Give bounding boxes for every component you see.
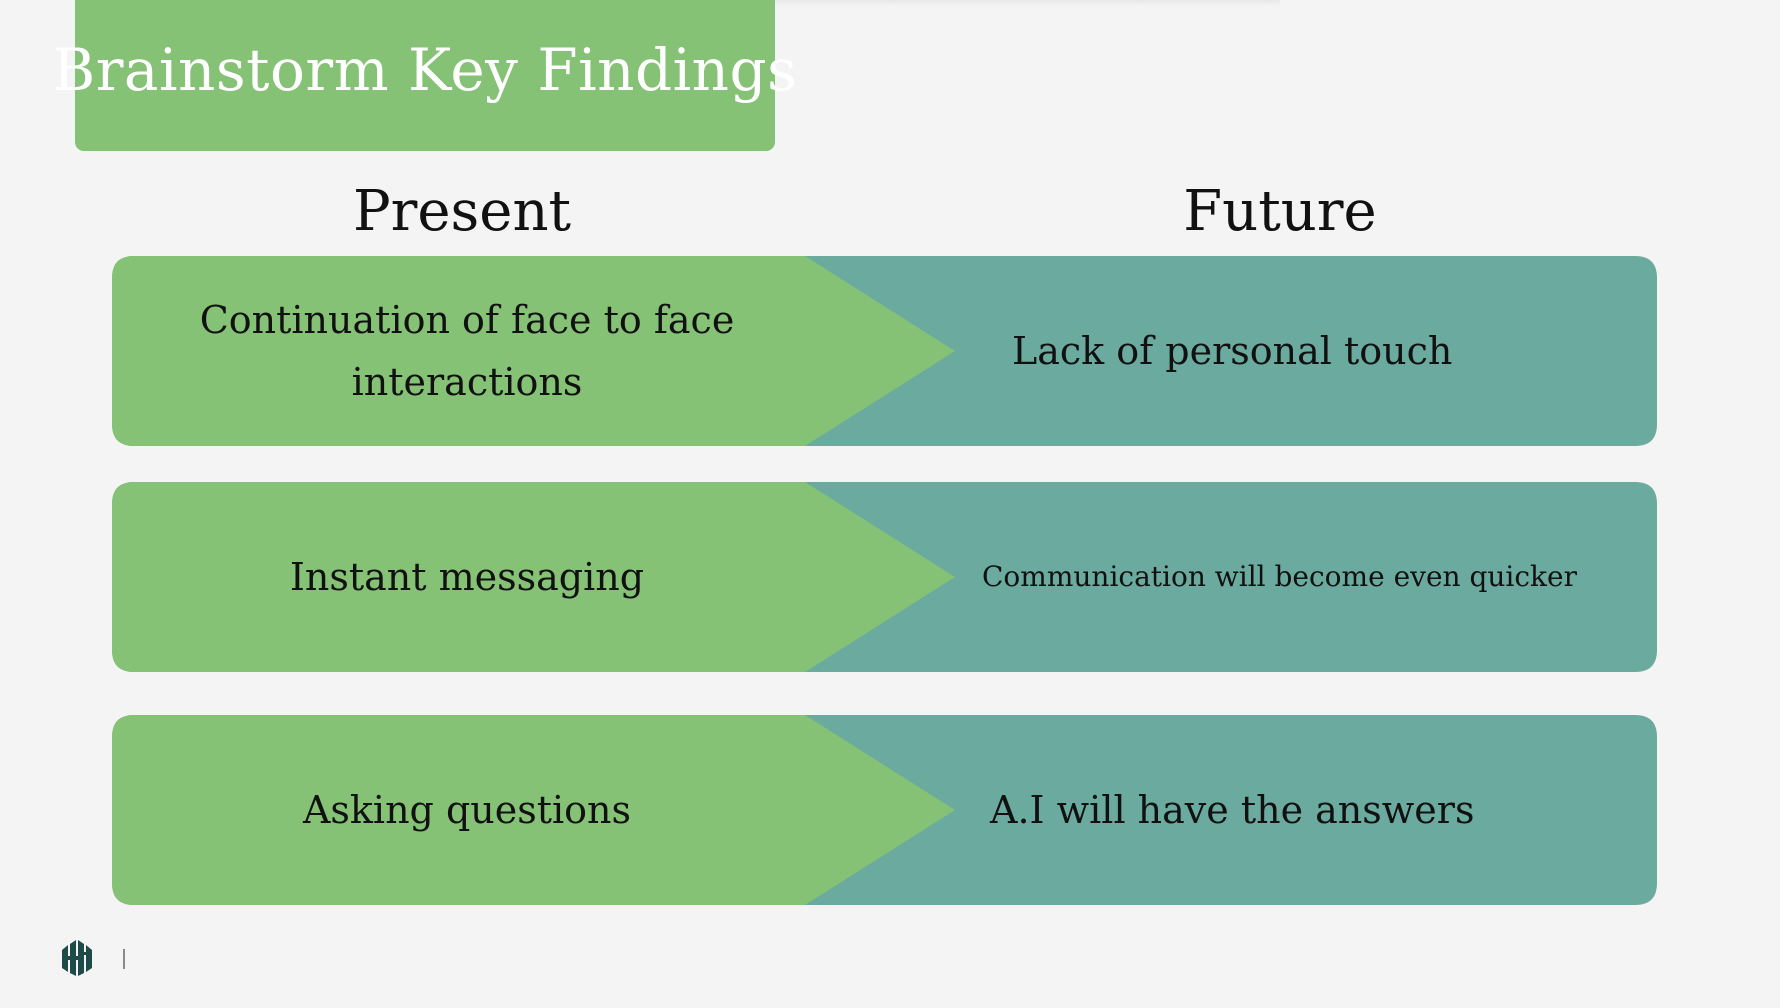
future-finding-text: A.I will have the answers: [990, 788, 1475, 832]
row-arrow-shape: [112, 715, 1657, 905]
finding-row: Continuation of face to face interaction…: [112, 256, 1657, 446]
future-finding-text: Lack of personal touch: [1012, 329, 1453, 373]
row-arrow-shape: [112, 482, 1657, 672]
title-banner: Brainstorm Key Findings: [53, 0, 797, 151]
present-green-chevron: [112, 256, 955, 446]
top-edge-shadow: [640, 0, 1280, 6]
present-column-header: Present: [352, 179, 572, 244]
finding-row: Instant messaging Communication will bec…: [112, 482, 1657, 672]
future-column-header: Future: [1183, 179, 1377, 244]
company-logo-icon: [62, 940, 92, 976]
present-green-chevron: [112, 715, 955, 905]
present-green-chevron: [112, 482, 955, 672]
finding-row: Asking questions A.I will have the answe…: [112, 715, 1657, 905]
row-arrow-shape: [112, 256, 1657, 446]
slide-title: Brainstorm Key Findings: [52, 35, 798, 104]
present-finding-text: Continuation of face to face interaction…: [199, 298, 735, 404]
footer-divider: [123, 949, 125, 969]
present-finding-text: Asking questions: [302, 788, 632, 832]
present-finding-text: Instant messaging: [289, 555, 645, 599]
future-finding-text: Communication will become even quicker: [982, 560, 1577, 593]
